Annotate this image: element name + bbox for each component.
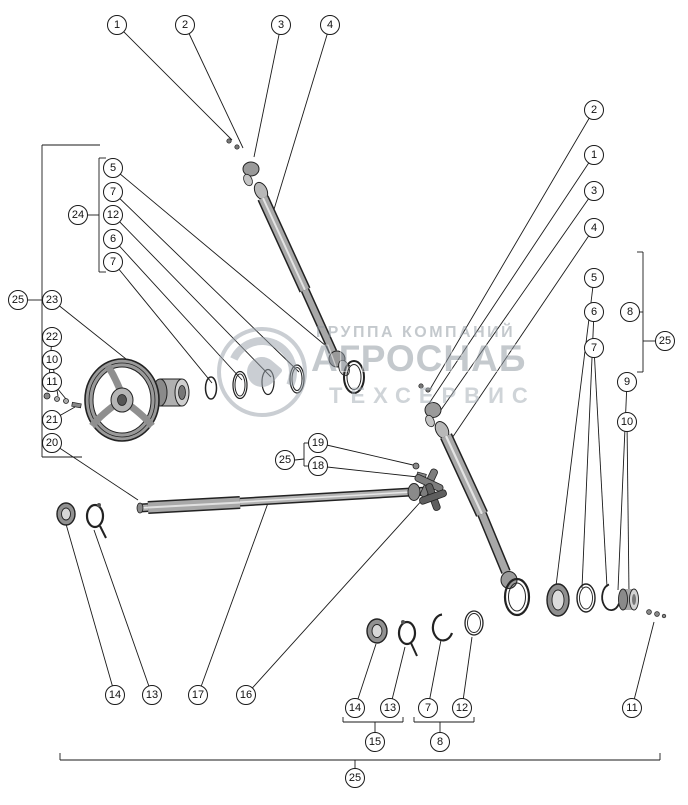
callout-13: 13 — [380, 698, 400, 718]
callout-5: 5 — [584, 268, 604, 288]
callout-7: 7 — [584, 338, 604, 358]
callout-16: 16 — [236, 685, 256, 705]
callout-19: 19 — [308, 433, 328, 453]
callout-14: 14 — [345, 698, 365, 718]
callout-18: 18 — [308, 456, 328, 476]
part-left-clamp — [85, 503, 107, 539]
callout-7: 7 — [103, 252, 123, 272]
callout-2: 2 — [584, 100, 604, 120]
callout-11: 11 — [42, 372, 62, 392]
callout-25: 25 — [345, 768, 365, 788]
callout-17: 17 — [188, 685, 208, 705]
callout-8: 8 — [620, 302, 640, 322]
callout-9: 9 — [617, 372, 637, 392]
part-snap-ring — [431, 613, 454, 642]
callout-25: 25 — [655, 331, 675, 351]
callout-13: 13 — [142, 685, 162, 705]
part-bottom-clamp — [397, 620, 418, 657]
part-seal-ring — [464, 610, 484, 636]
callout-21: 21 — [42, 410, 62, 430]
part-ring-set — [204, 364, 305, 400]
part-hub-bushing — [152, 378, 190, 407]
part-upper-cardan-shaft — [226, 138, 350, 377]
callout-4: 4 — [584, 218, 604, 238]
callout-6: 6 — [103, 229, 123, 249]
callout-23: 23 — [42, 290, 62, 310]
callout-6: 6 — [584, 302, 604, 322]
callout-3: 3 — [584, 181, 604, 201]
part-wheel-fasteners — [43, 392, 82, 409]
callout-3: 3 — [271, 15, 291, 35]
callout-14: 14 — [105, 685, 125, 705]
callout-4: 4 — [320, 15, 340, 35]
callout-8: 8 — [430, 732, 450, 752]
callout-10: 10 — [42, 350, 62, 370]
callout-7: 7 — [418, 698, 438, 718]
callout-20: 20 — [42, 433, 62, 453]
callout-5: 5 — [103, 158, 123, 178]
callout-2: 2 — [175, 15, 195, 35]
callout-10: 10 — [617, 412, 637, 432]
callout-25: 25 — [8, 290, 28, 310]
callout-11: 11 — [622, 698, 642, 718]
part-lower-cardan-shaft — [418, 383, 531, 617]
callout-1: 1 — [107, 15, 127, 35]
part-telescopic-shaft — [136, 462, 429, 514]
callout-12: 12 — [103, 205, 123, 225]
part-rear-bearing-set — [546, 583, 667, 619]
callout-7: 7 — [103, 182, 123, 202]
part-bottom-bearing — [366, 618, 388, 644]
callout-12: 12 — [452, 698, 472, 718]
callout-24: 24 — [68, 205, 88, 225]
callout-25: 25 — [275, 450, 295, 470]
callout-22: 22 — [42, 327, 62, 347]
part-handwheel — [84, 358, 160, 442]
callout-1: 1 — [584, 145, 604, 165]
part-left-bearing — [56, 502, 76, 526]
part-spider-cross — [414, 468, 447, 511]
callout-15: 15 — [365, 732, 385, 752]
part-bearing-ring-large — [343, 360, 365, 394]
